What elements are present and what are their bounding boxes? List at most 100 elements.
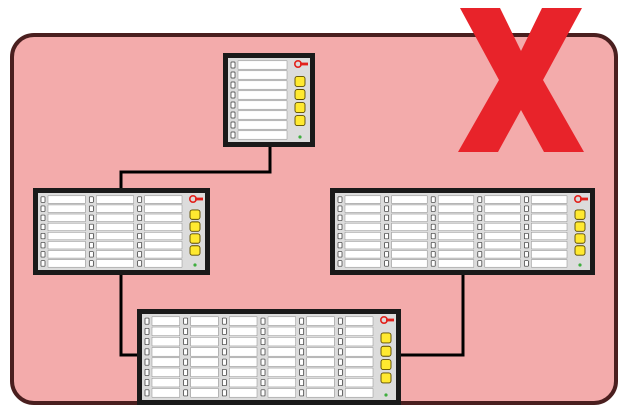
indicator-led-icon bbox=[384, 196, 389, 203]
label-field bbox=[229, 337, 258, 347]
label-field bbox=[229, 326, 258, 336]
label-field bbox=[344, 195, 381, 204]
label-field bbox=[437, 213, 475, 222]
status-led-icon bbox=[193, 263, 197, 267]
label-field bbox=[437, 259, 475, 268]
panel-face bbox=[38, 193, 205, 270]
indicator-led-icon bbox=[230, 131, 236, 139]
label-field bbox=[267, 347, 296, 357]
label-field bbox=[267, 337, 296, 347]
label-field bbox=[306, 367, 335, 377]
label-field bbox=[144, 213, 183, 222]
indicator-led-icon bbox=[137, 232, 143, 240]
label-field bbox=[267, 326, 296, 336]
indicator-led-icon bbox=[40, 251, 46, 258]
indicator-led-icon bbox=[144, 389, 150, 397]
indicator-led-icon bbox=[384, 251, 389, 258]
logo-bar bbox=[300, 62, 308, 66]
x-icon bbox=[458, 8, 584, 152]
indicator-led-icon bbox=[221, 379, 227, 387]
indicator-led-icon bbox=[40, 232, 46, 240]
indicator-led-icon bbox=[88, 214, 94, 221]
connector-line-left-bottom bbox=[119, 275, 137, 357]
indicator-led-icon bbox=[221, 358, 227, 366]
connector-line-right-bottom bbox=[401, 275, 465, 357]
label-field bbox=[47, 195, 86, 204]
label-field bbox=[190, 326, 219, 336]
label-field bbox=[531, 232, 568, 241]
label-field bbox=[531, 204, 568, 213]
label-field bbox=[229, 378, 258, 388]
indicator-led-icon bbox=[524, 242, 529, 249]
label-field bbox=[237, 130, 288, 140]
label-field bbox=[437, 232, 475, 241]
label-field bbox=[437, 195, 475, 204]
indicator-led-icon bbox=[144, 368, 150, 376]
indicator-led-icon bbox=[337, 368, 343, 376]
indicator-led-icon bbox=[477, 205, 483, 212]
label-field bbox=[190, 367, 219, 377]
indicator-led-icon bbox=[430, 242, 436, 249]
label-field bbox=[345, 347, 374, 357]
indicator-led-icon bbox=[337, 196, 343, 203]
indicator-led-icon bbox=[384, 205, 389, 212]
panel-top bbox=[223, 53, 315, 147]
function-button bbox=[294, 115, 306, 126]
indicator-led-icon bbox=[183, 368, 189, 376]
label-field bbox=[344, 250, 381, 259]
function-button bbox=[294, 89, 306, 100]
label-field bbox=[237, 90, 288, 100]
indicator-led-icon bbox=[137, 251, 143, 258]
indicator-led-icon bbox=[384, 242, 389, 249]
label-field bbox=[47, 222, 86, 231]
indicator-led-icon bbox=[260, 389, 266, 397]
indicator-led-icon bbox=[88, 205, 94, 212]
label-field bbox=[391, 241, 428, 250]
indicator-led-icon bbox=[88, 242, 94, 249]
label-field bbox=[47, 204, 86, 213]
indicator-led-icon bbox=[337, 232, 343, 240]
label-field bbox=[437, 250, 475, 259]
label-field bbox=[229, 367, 258, 377]
label-field bbox=[237, 120, 288, 130]
indicator-led-icon bbox=[40, 242, 46, 249]
indicator-led-icon bbox=[477, 214, 483, 221]
indicator-led-icon bbox=[230, 71, 236, 79]
label-field bbox=[344, 241, 381, 250]
label-field bbox=[306, 357, 335, 367]
indicator-led-icon bbox=[144, 348, 150, 356]
function-button bbox=[294, 76, 306, 87]
indicator-led-icon bbox=[337, 389, 343, 397]
label-field bbox=[190, 378, 219, 388]
indicator-led-icon bbox=[144, 358, 150, 366]
indicator-led-icon bbox=[477, 196, 483, 203]
label-field bbox=[144, 241, 183, 250]
indicator-led-icon bbox=[337, 251, 343, 258]
indicator-led-icon bbox=[40, 223, 46, 231]
indicator-led-icon bbox=[137, 196, 143, 203]
function-button bbox=[189, 245, 201, 256]
indicator-led-icon bbox=[88, 251, 94, 258]
label-field bbox=[267, 357, 296, 367]
indicator-led-icon bbox=[337, 214, 343, 221]
function-button bbox=[574, 209, 586, 220]
label-field bbox=[47, 232, 86, 241]
indicator-led-icon bbox=[137, 214, 143, 221]
label-field bbox=[437, 204, 475, 213]
cross-shape bbox=[458, 8, 584, 152]
brand-logo-icon bbox=[379, 315, 394, 324]
label-field bbox=[345, 367, 374, 377]
function-button bbox=[574, 221, 586, 232]
indicator-led-icon bbox=[299, 389, 305, 397]
indicator-led-icon bbox=[137, 205, 143, 212]
function-button bbox=[189, 233, 201, 244]
label-field bbox=[345, 316, 374, 326]
indicator-led-icon bbox=[524, 214, 529, 221]
label-field bbox=[229, 388, 258, 398]
indicator-led-icon bbox=[524, 251, 529, 258]
indicator-led-icon bbox=[221, 317, 227, 325]
label-field bbox=[306, 337, 335, 347]
label-field bbox=[391, 232, 428, 241]
indicator-led-icon bbox=[299, 358, 305, 366]
label-field bbox=[47, 241, 86, 250]
